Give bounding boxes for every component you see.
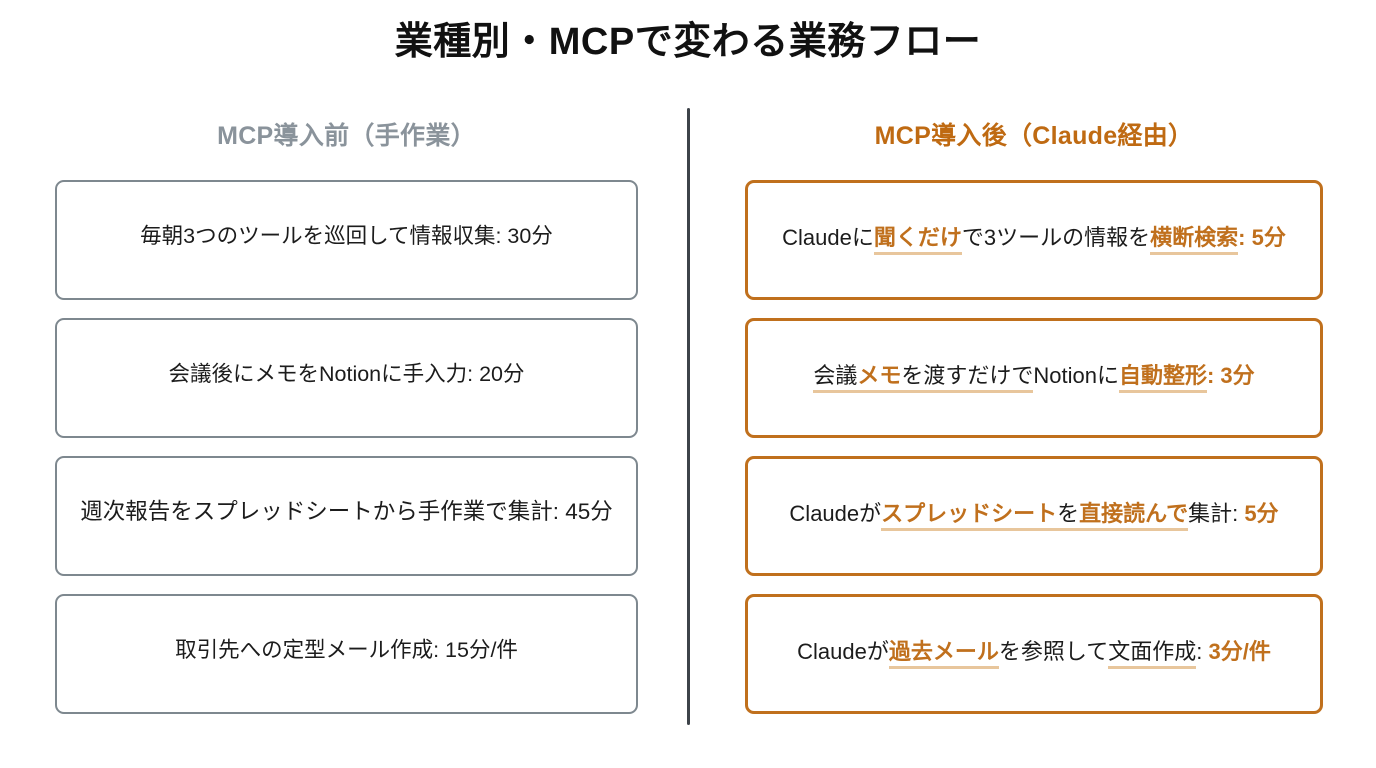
- column-after: MCP導入後（Claude経由） Claudeに聞くだけで3ツールの情報を横断検…: [745, 120, 1323, 732]
- card-before-1: 毎朝3つのツールを巡回して情報収集: 30分: [55, 179, 638, 300]
- text-segment-4: Notionに: [1033, 362, 1119, 388]
- text-segment-4: 横断検索: [1150, 224, 1239, 255]
- text-segment-4: 直接読んで: [1079, 500, 1189, 531]
- text-segment-6: 3分/件: [1208, 638, 1271, 664]
- text-segment-5: 自動整形: [1118, 362, 1207, 393]
- card-after-4: Claudeが過去メールを参照して文面作成: 3分/件: [745, 593, 1323, 714]
- page-title: 業種別・MCPで変わる業務フロー: [394, 21, 982, 63]
- text-segment-1: 会議: [813, 362, 858, 393]
- text-segment-3: で3ツールの情報を: [961, 224, 1151, 250]
- card-after-2-text: 会議メモを渡すだけでNotionに自動整形: 3分: [813, 361, 1255, 393]
- text-segment-4: 文面作成: [1108, 638, 1197, 669]
- text-segment-6: 5分: [1244, 500, 1279, 526]
- card-after-2: 会議メモを渡すだけでNotionに自動整形: 3分: [745, 317, 1323, 438]
- text-segment-3: を参照して: [998, 638, 1109, 664]
- card-after-3: Claudeがスプレッドシートを直接読んで集計: 5分: [745, 455, 1323, 576]
- text-segment-5: 集計:: [1188, 500, 1245, 526]
- column-before: MCP導入前（手作業） 毎朝3つのツールを巡回して情報収集: 30分 会議後にメ…: [55, 120, 638, 732]
- card-before-3-text: 週次報告をスプレッドシートから手作業で集計: 45分: [80, 499, 613, 525]
- text-segment-1: Claudeが: [789, 500, 882, 526]
- text-segment-5: :: [1196, 638, 1209, 664]
- card-before-2-text: 会議後にメモをNotionに手入力: 20分: [168, 361, 525, 386]
- text-segment-5: : 5分: [1238, 224, 1286, 250]
- text-segment-3: を渡すだけで: [901, 362, 1034, 393]
- card-after-1-text: Claudeに聞くだけで3ツールの情報を横断検索: 5分: [782, 223, 1286, 255]
- card-after-4-text: Claudeが過去メールを参照して文面作成: 3分/件: [797, 637, 1271, 669]
- text-segment-1: Claudeに: [782, 224, 874, 250]
- column-divider: [687, 108, 690, 725]
- text-segment-2: 過去メール: [888, 638, 999, 669]
- text-segment-6: : 3分: [1206, 362, 1255, 388]
- card-after-1: Claudeに聞くだけで3ツールの情報を横断検索: 5分: [745, 179, 1323, 300]
- text-segment-2: スプレッドシート: [881, 500, 1058, 531]
- card-before-1-text: 毎朝3つのツールを巡回して情報収集: 30分: [140, 223, 553, 248]
- column-heading-before: MCP導入前（手作業）: [217, 122, 476, 150]
- text-segment-1: Claudeが: [797, 638, 889, 664]
- card-before-2: 会議後にメモをNotionに手入力: 20分: [55, 317, 638, 438]
- card-before-4: 取引先への定型メール作成: 15分/件: [55, 593, 638, 714]
- card-before-3: 週次報告をスプレッドシートから手作業で集計: 45分: [55, 455, 638, 576]
- text-segment-2: メモ: [857, 362, 902, 393]
- text-segment-2: 聞くだけ: [873, 224, 962, 255]
- text-segment-3: を: [1057, 500, 1080, 531]
- card-before-4-text: 取引先への定型メール作成: 15分/件: [175, 637, 518, 662]
- column-heading-after: MCP導入後（Claude経由）: [874, 122, 1194, 150]
- card-after-3-text: Claudeがスプレッドシートを直接読んで集計: 5分: [789, 499, 1279, 531]
